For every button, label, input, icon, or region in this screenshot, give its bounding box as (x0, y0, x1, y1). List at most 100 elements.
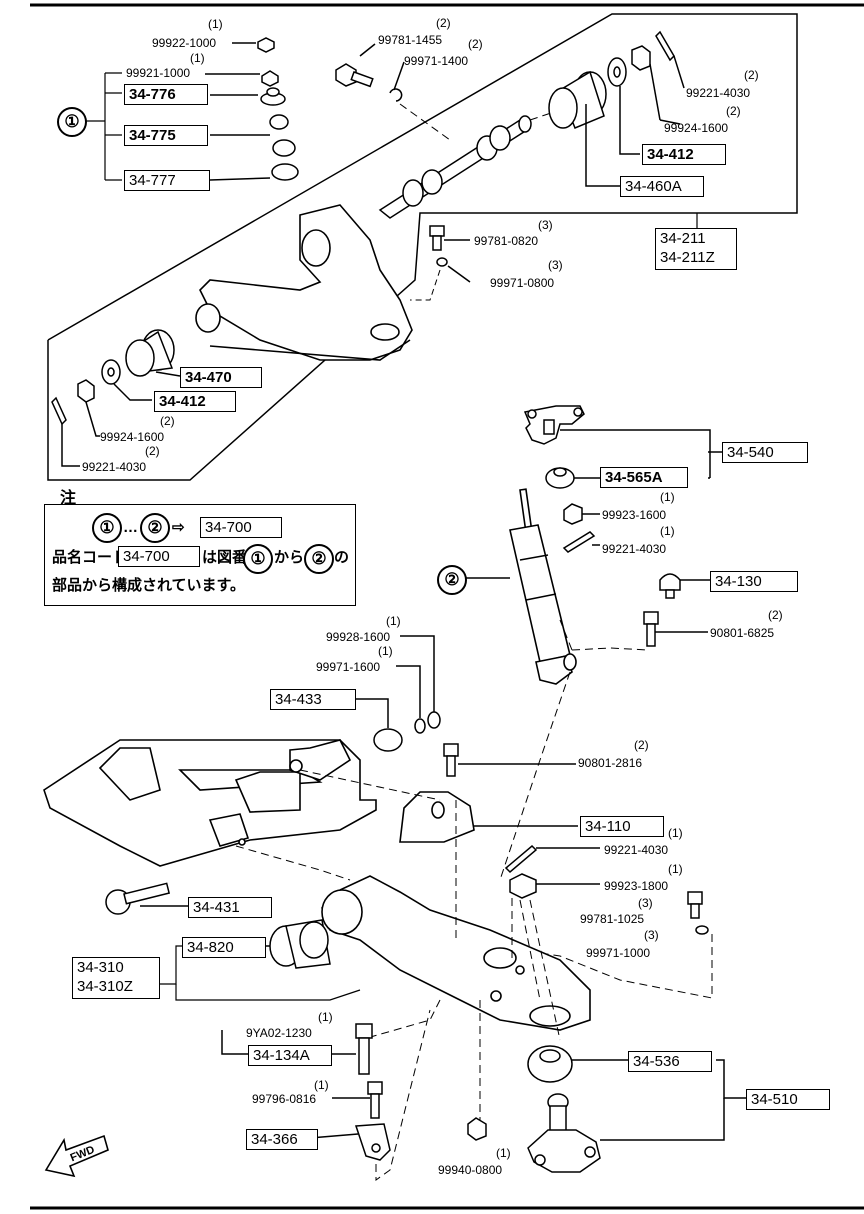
part-99921: 99921-1000 (126, 66, 191, 80)
part-99221-4030-b: 99221-4030 (604, 843, 669, 857)
note-line2-c: から (274, 549, 305, 566)
qty-99221-4030-b: (1) (668, 826, 683, 840)
box-34-565A: 34-565A (600, 467, 688, 488)
part-99923-1800: 99923-1800 (604, 879, 669, 893)
part-9YA02: 9YA02-1230 (246, 1026, 312, 1040)
qty-99921: (1) (190, 51, 205, 65)
box-34-433: 34-433 (270, 689, 356, 710)
note-code-1: 34-700 (200, 517, 282, 538)
note-line2-d: の (334, 549, 350, 566)
qty-99221-4030-top: (2) (744, 68, 759, 82)
pin-99221-4030-b (504, 844, 600, 874)
bolt-99781-1455 (335, 43, 376, 88)
bump-stopper-34-130 (659, 573, 710, 599)
box-34-510: 34-510 (746, 1089, 830, 1110)
label-34-211Z: 34-211Z (660, 249, 715, 266)
part-99971-1000: 99971-1000 (586, 946, 651, 960)
qty-99928-1600: (1) (386, 614, 401, 628)
nut-99921 (205, 70, 279, 87)
part-99923-1600: 99923-1600 (602, 508, 667, 522)
nut-99923-1800 (509, 873, 600, 899)
dash-crossmember (235, 769, 441, 881)
qty-99971-1600: (1) (378, 644, 393, 658)
part-99781-0820: 99781-0820 (474, 234, 539, 248)
box-34-130: 34-130 (710, 571, 798, 592)
washer-34776 (210, 87, 286, 106)
part-90801-2816: 90801-2816 (578, 756, 643, 770)
bracket-34-366 (309, 1123, 391, 1161)
snap-ring-99971-1400 (389, 61, 405, 102)
box-34-536: 34-536 (628, 1051, 712, 1072)
qty-99922: (1) (208, 17, 223, 31)
part-99940-0800: 99940-0800 (438, 1163, 503, 1177)
plate-34-433 (356, 698, 403, 752)
qty-99924-1600-low: (2) (160, 414, 175, 428)
qty-90801-2816: (2) (634, 738, 649, 752)
upper-control-arm (195, 204, 413, 361)
box-34-460A: 34-460A (620, 176, 704, 197)
nut-99922 (232, 37, 275, 53)
shock-absorber (464, 488, 577, 685)
washer-34-412-top (607, 57, 640, 155)
bolt-99781-1025 (687, 891, 709, 935)
qty-99923-1600: (1) (660, 490, 675, 504)
label-34-310: 34-310 (77, 959, 124, 976)
qty-99221-4030-mid: (1) (660, 524, 675, 538)
qty-99781-1455: (2) (436, 16, 451, 30)
qty-99971-1400: (2) (468, 37, 483, 51)
qty-9YA02: (1) (318, 1010, 333, 1024)
qty-99971-1000: (3) (644, 928, 659, 942)
bolt-99781-0820 (429, 225, 471, 283)
pin-99221-4030-top (655, 30, 685, 89)
part-99924-1600-top: 99924-1600 (664, 121, 729, 135)
box-34-776: 34-776 (124, 84, 208, 105)
note-arrow: ⇨ (172, 519, 185, 536)
nut-99940-0800 (467, 1117, 487, 1141)
bracket-34-310 (154, 945, 361, 1001)
note-marker-2b: ② (304, 544, 334, 574)
note-line2-a: 品名コード (52, 549, 128, 566)
marker-1-top: ① (57, 107, 87, 137)
note-line2-b: は図番 (202, 549, 248, 566)
box-34-110: 34-110 (580, 816, 664, 837)
part-99221-4030-top: 99221-4030 (686, 86, 751, 100)
part-99924-1600-low: 99924-1600 (100, 430, 165, 444)
bushing-34-460A (548, 70, 620, 187)
box-34-470: 34-470 (180, 367, 262, 388)
bolt-90801-6825 (643, 611, 708, 647)
note-dots: … (123, 519, 138, 536)
box-34-310: 34-310 34-310Z (72, 957, 160, 999)
part-99971-1400: 99971-1400 (404, 54, 469, 68)
nut-99924-1600-top (631, 45, 681, 125)
label-34-211: 34-211 (660, 230, 706, 247)
dash-shock-bracket (499, 619, 649, 881)
part-99971-0800: 99971-0800 (490, 276, 555, 290)
bolt-dash (410, 269, 441, 301)
dash-lower (359, 800, 561, 1120)
ball-joint-34-540 (523, 405, 711, 478)
bolt-90801-2816 (443, 743, 576, 777)
washer-34-412-low (101, 359, 152, 401)
nut-99923-1600 (563, 503, 600, 525)
washer-nut-99928-99971 (396, 635, 441, 734)
qty-99923-1800: (1) (668, 862, 683, 876)
box-34-412-top: 34-412 (642, 144, 726, 165)
qty-90801-6825: (2) (768, 608, 783, 622)
box-34-366: 34-366 (246, 1129, 318, 1150)
part-99922: 99922-1000 (152, 36, 217, 50)
part-99928-1600: 99928-1600 (326, 630, 391, 644)
boot-34-536 (527, 1045, 628, 1083)
bolt-34-431 (105, 882, 188, 915)
qty-99781-1025: (3) (638, 896, 653, 910)
box-34-134A: 34-134A (248, 1045, 332, 1066)
note-code-2: 34-700 (118, 546, 200, 567)
box-34-775: 34-775 (124, 125, 208, 146)
part-90801-6825: 90801-6825 (710, 626, 775, 640)
upper-panel-outline (47, 13, 798, 481)
note-title: 注 (56, 491, 81, 507)
dash-34-366 (375, 1009, 431, 1181)
pin-99221-4030-low (51, 396, 80, 467)
bolt-99796-0816 (332, 1081, 383, 1119)
box-34-211: 34-211 34-211Z (655, 228, 737, 270)
